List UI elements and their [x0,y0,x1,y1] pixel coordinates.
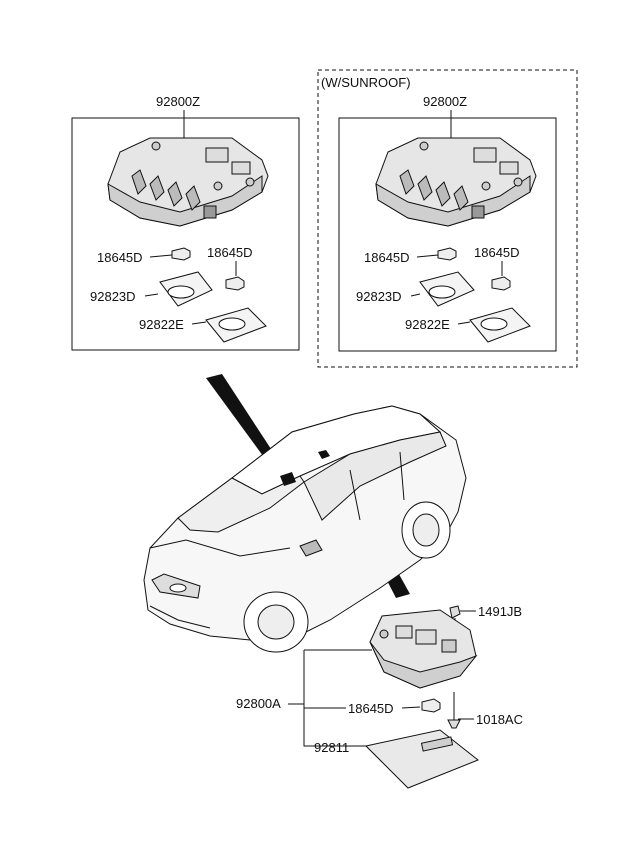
left-panel: 92800Z 18645D 18645D [71,94,300,351]
right-assembly-label: 92800Z [423,94,467,109]
right-lens-a-icon [419,271,475,307]
left-bulb-b-label: 18645D [207,245,253,260]
right-panel-dashed-frame [317,69,578,368]
screw-top-label: 1491JB [478,604,522,619]
left-bulb-a-label: 18645D [97,250,143,265]
right-lens-b-label: 92822E [405,317,450,332]
right-lens-a-label: 92823D [356,289,402,304]
rear-lamp-location [318,450,330,459]
lower-assembly-label: 92800A [236,696,281,711]
lower-bulb-icon [421,698,441,713]
right-panel-frame [338,117,557,352]
lower-assembly: 1491JB 92800A 18645D 1018AC 92811 [236,604,523,789]
left-assembly-label: 92800Z [156,94,200,109]
lower-lens-label: 92811 [314,740,349,755]
car-illustration [143,374,467,653]
right-variant-label: (W/SUNROOF) [321,75,411,90]
right-console-drawing [375,137,537,227]
lower-lens-icon [364,729,479,789]
left-bulb-b-icon [225,276,245,291]
right-bulb-a-icon [437,247,457,261]
right-bulb-b-icon [491,276,511,291]
screw-bottom-icon [447,692,461,729]
left-console-drawing [107,137,269,227]
lower-bulb-label: 18645D [348,701,394,716]
left-lens-a-label: 92823D [90,289,136,304]
left-lens-a-icon [159,271,213,307]
right-panel: (W/SUNROOF) 92800Z 18645D 18645D 9282 [317,69,578,368]
right-bulb-b-label: 18645D [474,245,520,260]
lower-console-drawing [369,609,478,689]
left-lens-b-label: 92822E [139,317,184,332]
left-lens-b-icon [205,307,267,343]
screw-bottom-label: 1018AC [476,712,523,727]
right-lens-b-icon [469,307,531,343]
right-bulb-a-label: 18645D [364,250,410,265]
left-panel-frame [71,117,300,351]
front-lamp-location [280,472,296,486]
left-bulb-a-icon [171,247,191,261]
